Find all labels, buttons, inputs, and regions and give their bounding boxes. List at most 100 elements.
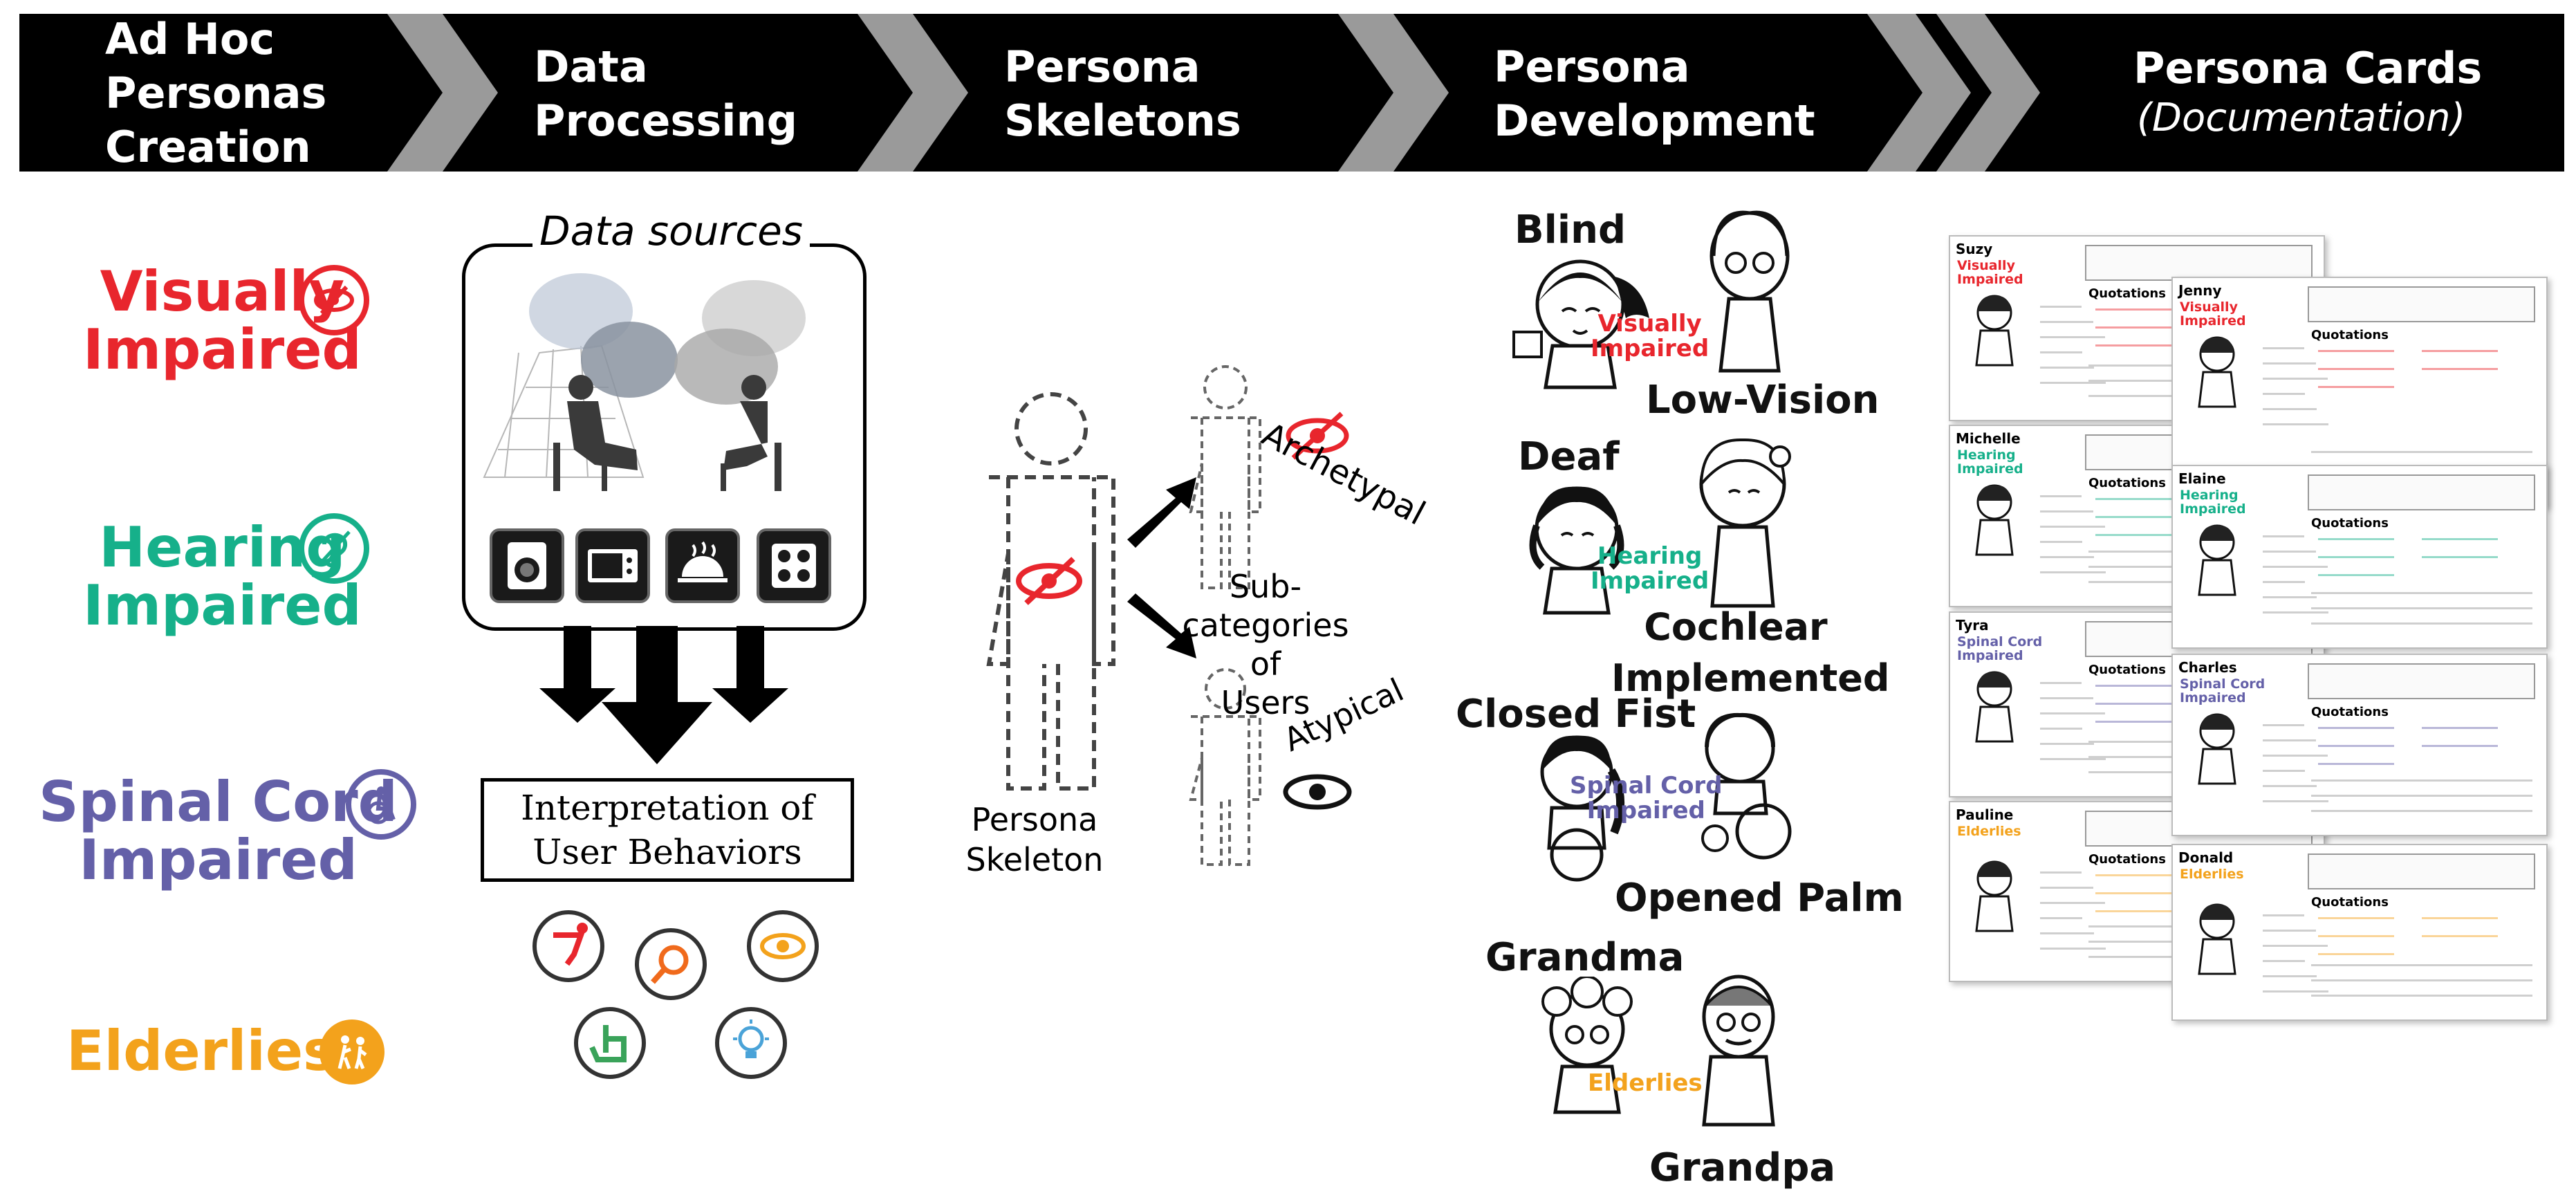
card-text-line — [2263, 770, 2305, 772]
interview-illustration — [483, 273, 806, 491]
chevron-2 — [858, 14, 968, 172]
dev-group-tag-elderlies: Elderlies — [1588, 1069, 1703, 1097]
card-quotations-heading: Quotations — [2311, 516, 2389, 530]
cooktop-icon — [757, 528, 831, 603]
card-text-line — [2040, 541, 2082, 543]
card-text-line — [2095, 498, 2171, 500]
accessibility-icon — [532, 910, 604, 982]
group-spinal-cord-impaired: Spinal Cord Impaired — [39, 770, 398, 892]
card-text-line — [2095, 534, 2171, 536]
card-text-line — [2263, 393, 2305, 395]
chevron-4b — [1936, 14, 2040, 172]
card-text-line — [2040, 321, 2093, 323]
card-table-line — [2311, 451, 2532, 453]
card-text-line — [2095, 721, 2171, 723]
interpretation-box: Interpretation of User Behaviors — [481, 778, 854, 882]
card-text-line — [2263, 960, 2305, 962]
dev-label-deaf: Deaf — [1518, 434, 1620, 479]
archetypal-skeleton — [1189, 365, 1261, 589]
card-text-line — [2040, 382, 2106, 384]
eye-slash-icon — [299, 265, 369, 335]
card-text-line — [2318, 538, 2394, 540]
card-text-line — [2040, 495, 2082, 497]
persona-skeleton-label: Persona Skeleton — [965, 801, 1104, 878]
card-text-line — [2263, 596, 2317, 598]
card-text-line — [2422, 350, 2498, 352]
card-text-line — [2263, 378, 2328, 380]
card-persona-name: Michelle — [1956, 430, 2021, 447]
card-text-line — [2422, 935, 2498, 937]
card-quotations-heading: Quotations — [2088, 852, 2166, 867]
card-text-line — [2040, 697, 2093, 699]
card-quotations-heading: Quotations — [2088, 286, 2166, 301]
card-text-line — [2040, 571, 2106, 573]
card-text-line — [2422, 368, 2498, 370]
idea-icon — [715, 1007, 787, 1079]
card-portrait — [2198, 524, 2236, 596]
low-vision-persona-drawing — [1709, 210, 1790, 373]
card-text-line — [2318, 763, 2394, 765]
microwave-icon — [575, 528, 650, 603]
card-text-line — [2422, 556, 2498, 558]
group-elderlies: Elderlies — [66, 1019, 336, 1083]
card-text-line — [2040, 932, 2094, 934]
card-text-line — [2040, 351, 2082, 353]
card-text-line — [2040, 743, 2094, 745]
card-text-line — [2263, 930, 2316, 932]
card-persona-group-tag: Elderlies — [1957, 824, 2021, 839]
card-text-line — [2263, 535, 2304, 537]
card-text-line — [2095, 344, 2171, 347]
atypical-skeleton — [1189, 668, 1261, 866]
card-portrait — [1975, 295, 2014, 367]
card-portrait — [1975, 484, 2014, 556]
card-text-line — [2318, 745, 2394, 747]
washing-machine-icon — [490, 528, 564, 603]
card-persona-group-tag: Visually Impaired — [1957, 258, 2023, 287]
card-text-line — [2263, 362, 2316, 364]
card-text-line — [2040, 887, 2093, 889]
card-persona-name: Tyra — [1956, 617, 1989, 634]
elderly-icon — [319, 1019, 384, 1084]
card-persona-name: Pauline — [1956, 806, 2014, 823]
card-text-line — [2318, 935, 2394, 937]
card-text-line — [2263, 800, 2328, 802]
card-text-line — [2318, 574, 2394, 576]
card-persona-name: Donald — [2178, 849, 2234, 866]
dev-group-tag-spinal: Spinal Cord Impaired — [1570, 772, 1723, 824]
card-persona-group-tag: Elderlies — [2180, 867, 2244, 882]
stage-label-data-processing: Data Processing — [534, 41, 797, 146]
card-text-line — [2040, 510, 2093, 513]
card-table-line — [2311, 810, 2532, 812]
stage-label-skeletons: Persona Skeletons — [1004, 41, 1241, 146]
card-text-line — [2422, 538, 2498, 540]
card-text-line — [2095, 892, 2171, 894]
card-text-line — [2040, 871, 2082, 874]
card-persona-group-tag: Hearing Impaired — [2180, 488, 2246, 517]
card-text-line — [2095, 308, 2171, 311]
card-table-line — [2311, 622, 2532, 625]
wheelchair-icon — [346, 769, 416, 840]
card-quotations-heading: Quotations — [2311, 705, 2389, 719]
card-text-line — [2318, 556, 2394, 558]
cloche-icon — [665, 528, 740, 603]
grandpa-persona-drawing — [1702, 975, 1775, 1127]
card-portrait — [2198, 903, 2236, 975]
card-persona-name: Elaine — [2178, 470, 2226, 487]
closed-fist-persona-drawing — [1540, 735, 1624, 882]
card-text-line — [2095, 910, 2171, 912]
card-table-line — [2311, 607, 2532, 609]
card-description-box — [2308, 286, 2535, 322]
card-text-line — [2263, 945, 2328, 947]
card-text-line — [2095, 516, 2171, 518]
card-description-box — [2308, 663, 2535, 699]
card-text-line — [2095, 685, 2171, 687]
card-text-line — [2318, 727, 2394, 729]
card-table-line — [2311, 795, 2532, 797]
card-text-line — [2040, 306, 2082, 308]
card-text-line — [2263, 990, 2328, 993]
stage-sublabel-documentation: (Documentation) — [2137, 95, 2466, 140]
opened-palm-persona-drawing — [1701, 712, 1792, 860]
